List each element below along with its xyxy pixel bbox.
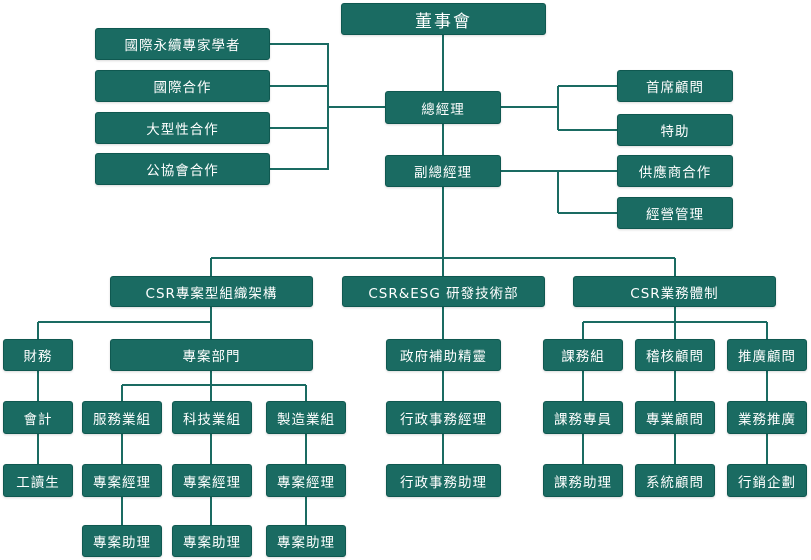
business-promotion: 業務推廣 [727,401,807,434]
intl-cooperation: 國際合作 [95,70,270,102]
part-time-student: 工讀生 [3,464,73,497]
accounting: 會計 [3,401,73,434]
service-project-manager: 專案經理 [82,464,162,497]
marketing-planning: 行銷企劃 [727,464,807,497]
special-assistant: 特助 [617,114,733,146]
admin-affairs-manager: 行政事務經理 [386,401,501,434]
division-business: CSR業務體制 [573,276,776,307]
tech-project-manager: 專案經理 [172,464,252,497]
course-assistant: 課務助理 [543,464,623,497]
gov-subsidy-wizard: 政府補助精靈 [386,339,501,371]
division-csr-project: CSR專案型組織架構 [110,276,313,307]
tech-project-assistant: 專案助理 [172,525,252,557]
audit-advisor: 稽核顧問 [635,339,715,371]
supplier-cooperation: 供應商合作 [617,155,733,187]
project-department: 專案部門 [110,339,313,371]
service-project-assistant: 專案助理 [82,525,162,557]
mfg-project-assistant: 專案助理 [266,525,346,557]
chief-advisor: 首席顧問 [617,70,733,102]
intl-sustainability-experts: 國際永續專家學者 [95,28,270,60]
system-advisor: 系統顧問 [635,464,715,497]
general-manager: 總經理 [385,91,501,124]
course-group: 課務組 [543,339,623,371]
association-cooperation: 公協會合作 [95,153,270,185]
professional-advisor: 專業顧問 [635,401,715,434]
service-industry-group: 服務業組 [82,401,162,434]
large-scale-cooperation: 大型性合作 [95,112,270,144]
finance: 財務 [3,339,73,371]
admin-affairs-assistant: 行政事務助理 [386,464,501,497]
mfg-project-manager: 專案經理 [266,464,346,497]
tech-industry-group: 科技業組 [172,401,252,434]
manufacturing-group: 製造業組 [266,401,346,434]
business-management: 經營管理 [617,197,733,229]
deputy-general-manager: 副總經理 [385,155,501,187]
division-tech: CSR&ESG 研發技術部 [342,276,545,307]
promotion-advisor: 推廣顧問 [727,339,807,371]
course-specialist: 課務專員 [543,401,623,434]
board-of-directors: 董事會 [341,3,546,35]
